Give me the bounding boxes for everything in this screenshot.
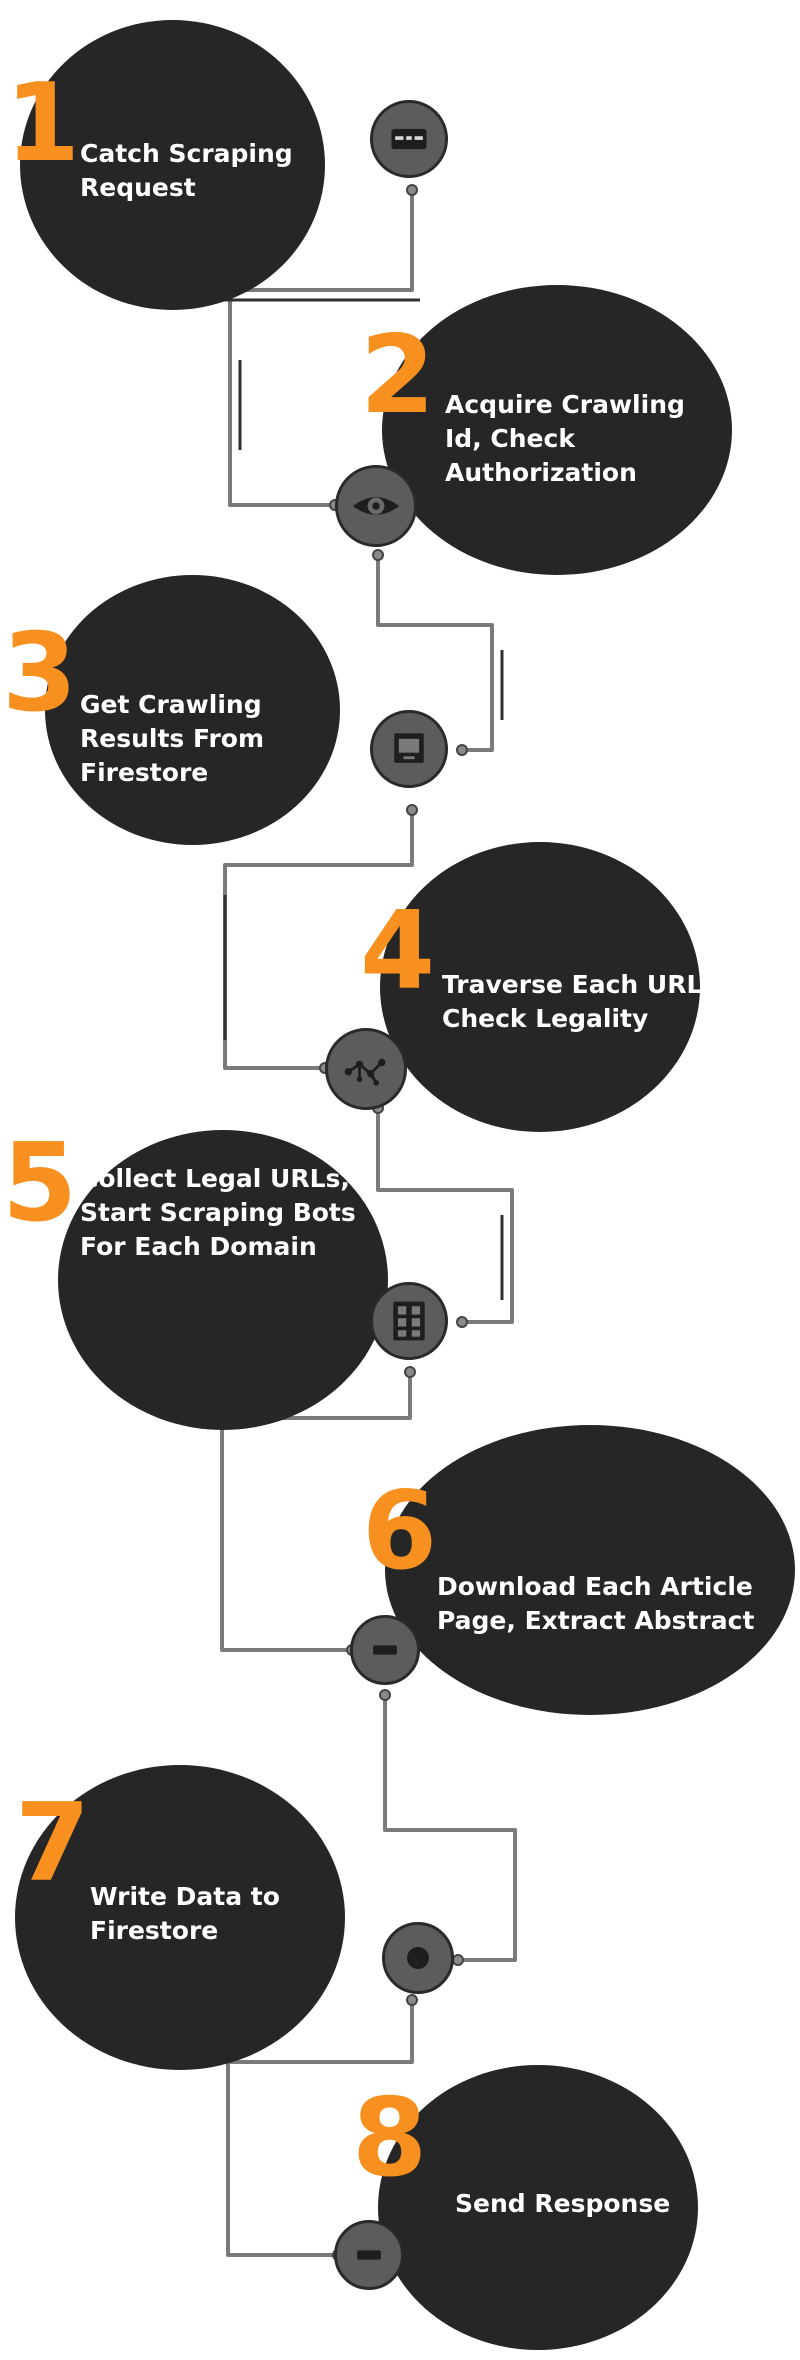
network-icon: [344, 1058, 386, 1086]
step-4-node: [325, 1028, 407, 1110]
step-1-label: Catch Scraping Request: [80, 139, 293, 202]
grid-icon: [393, 1301, 425, 1341]
step-2-node: [335, 465, 417, 547]
step-8-circle: [378, 2065, 698, 2350]
connector-6: [383, 1693, 517, 1962]
step-3-number: 3: [2, 611, 78, 736]
connector-3: [223, 808, 414, 1070]
step-3-label: Get Crawling Results From Firestore: [80, 690, 265, 787]
step-5-circle: [58, 1130, 388, 1430]
connector-4: [376, 1106, 514, 1324]
step-6-label: Download Each Article Page, Extract Abst…: [437, 1572, 755, 1635]
step-1-number: 1: [5, 61, 81, 186]
step-4-label: Traverse Each URL, Check Legality: [442, 970, 712, 1033]
minus-icon: [357, 2250, 381, 2260]
step-4-circle: [380, 842, 700, 1132]
minus-icon: [373, 1645, 397, 1655]
step-5-node: [370, 1282, 448, 1360]
step-2-number: 2: [360, 313, 436, 438]
step-7-circle: [15, 1765, 345, 2070]
step-5-label: Collect Legal URLs, Start Scraping Bots …: [80, 1164, 356, 1261]
step-7-number: 7: [15, 1781, 91, 1906]
browser-window-icon: [391, 128, 427, 150]
monitor-icon: [394, 733, 424, 763]
step-2-circle: [382, 285, 732, 575]
step-1-circle: [20, 20, 325, 310]
step-1-node: [370, 100, 448, 178]
connector-2: [376, 553, 494, 752]
step-8-label: Send Response: [455, 2189, 671, 2218]
step-3-node: [370, 710, 448, 788]
step-6-number: 6: [362, 1469, 438, 1594]
dot-icon: [407, 1947, 429, 1969]
step-7-node: [382, 1922, 454, 1994]
step-6-circle: [385, 1425, 795, 1715]
eye-icon: [352, 497, 400, 515]
step-8-number: 8: [352, 2076, 428, 2201]
step-8-node: [334, 2220, 404, 2290]
step-6-node: [350, 1615, 420, 1685]
step-4-number: 4: [360, 889, 436, 1014]
step-2-label: Acquire Crawling Id, Check Authorization: [445, 390, 685, 487]
step-5-number: 5: [2, 1121, 78, 1246]
step-3-circle: [45, 575, 340, 845]
step-7-label: Write Data to Firestore: [90, 1882, 280, 1945]
